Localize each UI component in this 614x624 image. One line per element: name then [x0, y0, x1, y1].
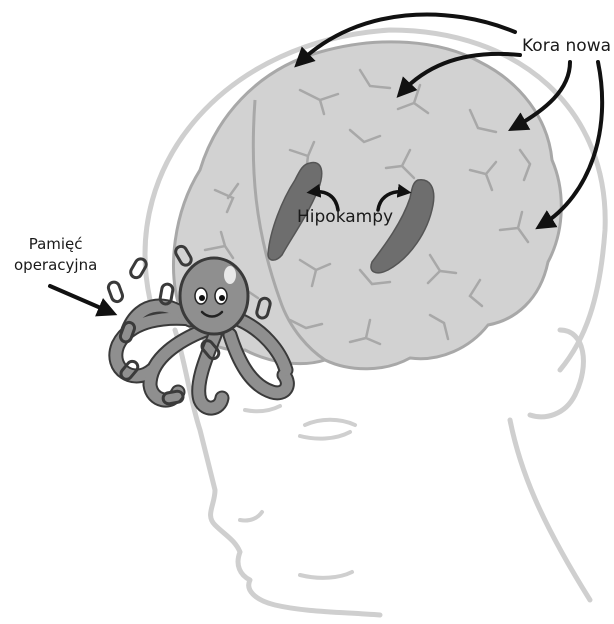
neocortex-label: Kora nowa: [522, 36, 611, 56]
face-features: [240, 406, 355, 578]
working-memory-label-line2: operacyjna: [14, 255, 97, 276]
working-memory-label: Pamięć operacyjna: [14, 234, 97, 276]
working-memory-arrow: [50, 286, 110, 312]
hippocampi-label: Hipokampy: [297, 207, 393, 227]
working-memory-label-line1: Pamięć: [14, 234, 97, 255]
